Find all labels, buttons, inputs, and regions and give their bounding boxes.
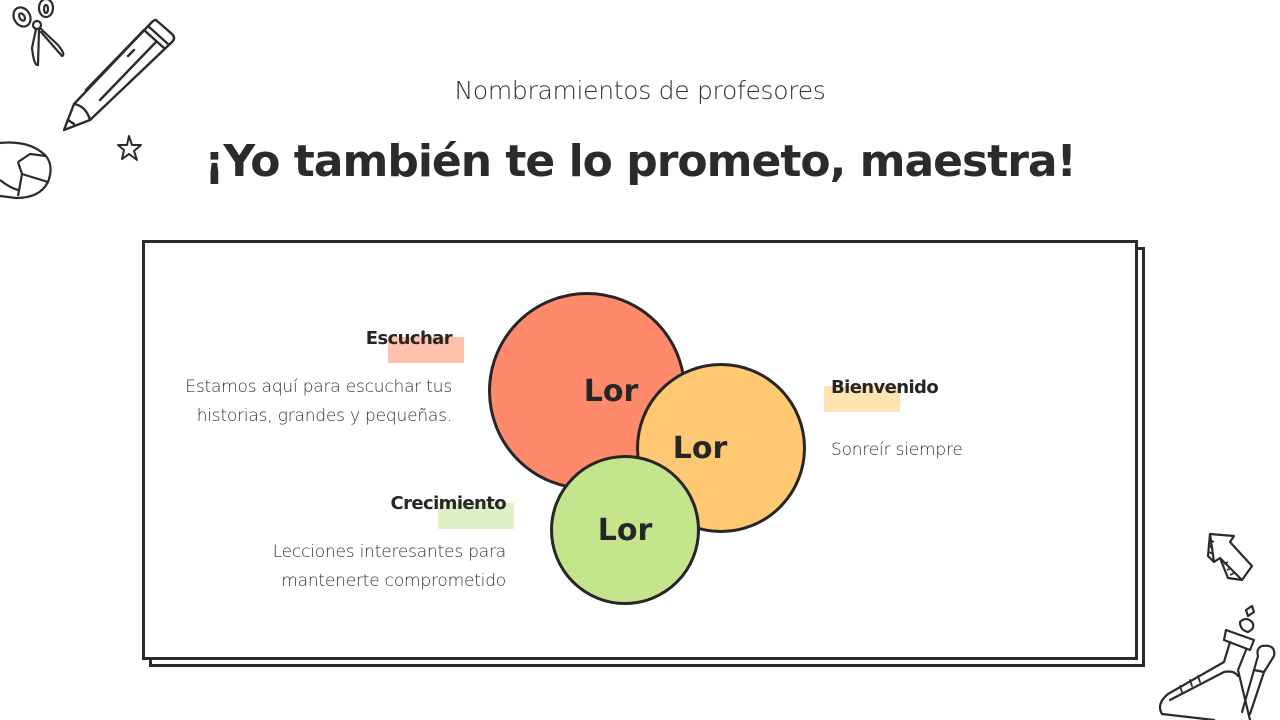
item-title-escuchar: Escuchar [365,328,453,349]
label-highlight [438,503,514,529]
flask-icon [1154,604,1280,720]
page-title: ¡Yo también te lo prometo, maestra! [204,136,1076,187]
item-title-crecimiento: Crecimiento [390,493,507,514]
subtitle: Nombramientos de profesores [454,76,826,105]
item-text-escuchar: Estamos aquí para escuchar tus historias… [185,377,452,426]
circle-label: Lor [583,373,639,409]
circle-crecimiento: Lor [550,455,700,605]
pencil-icon [60,16,180,136]
scissors-icon [6,0,66,70]
item-text-crecimiento: Lecciones interesantes para mantenerte c… [272,542,506,591]
item-title-bienvenido: Bienvenido [831,377,939,398]
circle-label: Lor [597,512,653,548]
label-highlight [824,386,900,412]
circle-label: Lor [672,430,728,466]
pie-chart-icon [0,138,56,202]
item-text-bienvenido: Sonreír siempre [831,440,963,460]
arrow-icon [1204,532,1256,584]
star-icon [116,134,144,162]
label-highlight [388,337,464,363]
